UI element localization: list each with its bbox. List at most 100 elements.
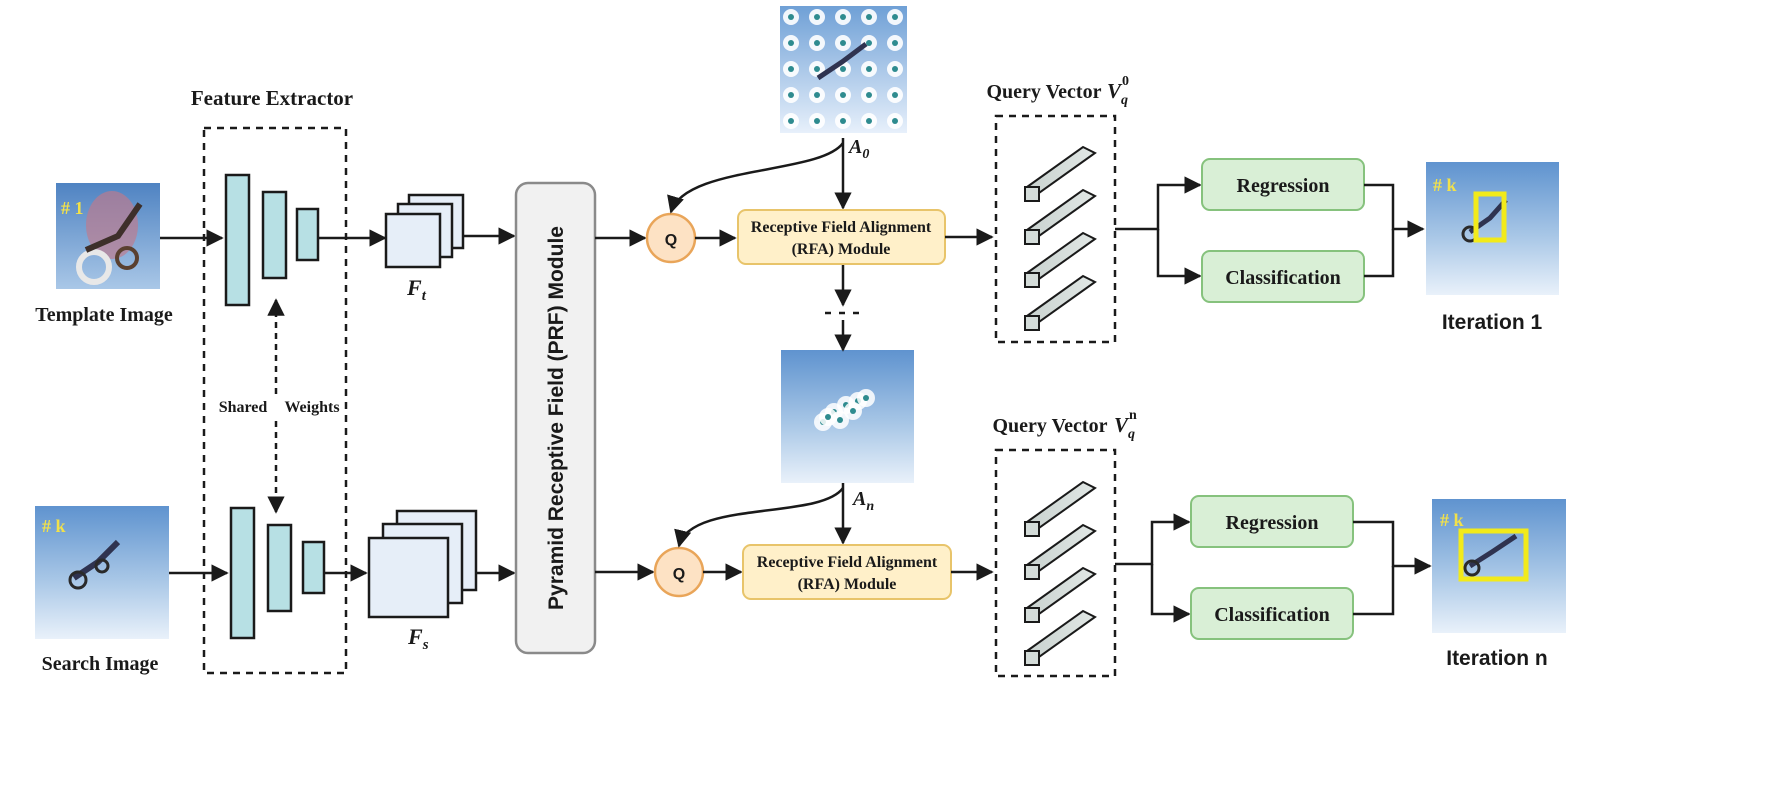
classification-head-bottom-label: Classification bbox=[1214, 604, 1330, 626]
arrow-qv-to-regression-bottom bbox=[1115, 513, 1191, 566]
anchor-point bbox=[866, 14, 872, 20]
rfa-module-bottom-line1: Receptive Field Alignment bbox=[757, 554, 938, 571]
anchor-point bbox=[866, 118, 872, 124]
feature-extractor-box bbox=[202, 126, 348, 675]
query-bar-end bbox=[1024, 521, 1040, 537]
fs-label: Fs bbox=[407, 624, 429, 653]
anchor-point bbox=[840, 118, 846, 124]
search-image-tag: # k bbox=[42, 516, 66, 536]
encoder-bottom bbox=[229, 506, 326, 640]
query-bar-end bbox=[1024, 564, 1040, 580]
encoder-bottom-layer-2 bbox=[266, 523, 293, 613]
anchor-point bbox=[892, 40, 898, 46]
aligned-anchor-point bbox=[825, 414, 831, 420]
query-bar-end bbox=[1024, 650, 1040, 666]
query-vector-top-box bbox=[994, 114, 1117, 344]
arrow-a0-to-q-top bbox=[667, 142, 845, 214]
query-vector-top-bars bbox=[1024, 145, 1097, 331]
anchor-point bbox=[892, 14, 898, 20]
shared-weights-label-left: Shared bbox=[219, 399, 268, 416]
feature-map-fs bbox=[367, 509, 478, 619]
anchor-point bbox=[840, 66, 846, 72]
encoder-top-layer-1 bbox=[224, 173, 251, 307]
query-vector-bottom-bars bbox=[1024, 480, 1097, 666]
anchor-point bbox=[840, 92, 846, 98]
anchor-point bbox=[788, 14, 794, 20]
output-image-iteration-n-tag: # k bbox=[1440, 510, 1464, 530]
anchor-point bbox=[788, 40, 794, 46]
aligned-anchor-point bbox=[837, 417, 843, 423]
iteration-1-label: Iteration 1 bbox=[1442, 311, 1543, 334]
anchor-point bbox=[814, 40, 820, 46]
arrow-an-to-q-bottom bbox=[674, 487, 845, 548]
query-bar-end bbox=[1024, 186, 1040, 202]
anchor-point bbox=[840, 40, 846, 46]
anchor-point bbox=[892, 92, 898, 98]
anchor-point bbox=[788, 118, 794, 124]
encoder-bottom-layer-3 bbox=[301, 540, 326, 595]
anchor-point bbox=[814, 14, 820, 20]
arrow-qv-to-classification-bottom bbox=[1150, 564, 1191, 623]
query-vector-bottom-box bbox=[994, 448, 1117, 678]
anchor-label-a0: A0 bbox=[847, 136, 869, 162]
arrow-qv-to-regression-top bbox=[1115, 176, 1202, 231]
query-node-top-label: Q bbox=[665, 232, 677, 249]
anchor-point bbox=[788, 92, 794, 98]
template-image-tag: # 1 bbox=[61, 198, 84, 218]
search-image: # k bbox=[35, 506, 169, 639]
anchor-aligned-image-an bbox=[781, 350, 914, 483]
query-bar-end bbox=[1024, 272, 1040, 288]
encoder-top-layer-2 bbox=[261, 190, 288, 280]
anchor-point bbox=[788, 66, 794, 72]
encoder-top bbox=[224, 173, 320, 307]
output-bbox-iteration-n bbox=[1458, 528, 1529, 582]
prf-module-label: Pyramid Receptive Field (PRF) Module bbox=[545, 226, 568, 610]
arrow-regression-to-output-bottom bbox=[1353, 520, 1432, 575]
anchor-point bbox=[814, 118, 820, 124]
rfa-module-top-line2: (RFA) Module bbox=[792, 241, 891, 258]
arrow-regression-to-output-top bbox=[1364, 183, 1425, 238]
encoder-top-layer-3 bbox=[295, 207, 320, 262]
query-bar-end bbox=[1024, 315, 1040, 331]
query-bar-end bbox=[1024, 229, 1040, 245]
template-image: # 1 bbox=[56, 183, 160, 289]
anchor-point bbox=[866, 92, 872, 98]
query-node-bottom-label: Q bbox=[673, 566, 685, 583]
arrow-classification-to-output-bottom bbox=[1353, 566, 1395, 616]
anchor-point bbox=[814, 66, 820, 72]
anchor-point bbox=[892, 118, 898, 124]
anchor-label-an: An bbox=[851, 488, 874, 514]
anchor-point bbox=[814, 92, 820, 98]
output-image-iteration-1-tag: # k bbox=[1433, 175, 1457, 195]
rfa-module-bottom-line2: (RFA) Module bbox=[798, 576, 897, 593]
shared-weights-label-right: Weights bbox=[284, 399, 339, 416]
iteration-n-label: Iteration n bbox=[1446, 647, 1548, 670]
regression-head-bottom-label: Regression bbox=[1226, 512, 1319, 534]
rfa-module-top-line1: Receptive Field Alignment bbox=[751, 219, 932, 236]
query-vector-bottom-label: Query Vector bbox=[993, 415, 1108, 437]
anchor-point bbox=[840, 14, 846, 20]
regression-head-top-label: Regression bbox=[1237, 175, 1330, 197]
ft-label: Ft bbox=[406, 275, 427, 304]
anchor-point bbox=[866, 40, 872, 46]
anchor-point bbox=[866, 66, 872, 72]
output-image-iteration-1: # k bbox=[1426, 162, 1559, 295]
search-image-label: Search Image bbox=[42, 653, 159, 675]
feature-extractor-title: Feature Extractor bbox=[191, 86, 353, 110]
prf-module-box bbox=[514, 181, 597, 655]
anchor-point bbox=[892, 66, 898, 72]
output-bbox-iteration-1 bbox=[1473, 191, 1507, 243]
query-vector-top-symbol: Vq0 bbox=[1107, 74, 1129, 108]
arrow-qv-to-classification-top bbox=[1156, 229, 1202, 285]
classification-head-top-label: Classification bbox=[1225, 267, 1341, 289]
feature-map-ft bbox=[384, 193, 465, 269]
query-vector-bottom-symbol: Vqn bbox=[1114, 408, 1137, 442]
template-image-label: Template Image bbox=[35, 304, 173, 326]
shared-weights-label-bg bbox=[213, 394, 339, 418]
anchor-grid-image-a0 bbox=[780, 6, 907, 133]
query-vector-top-label: Query Vector bbox=[987, 81, 1102, 103]
aligned-anchor-point bbox=[850, 408, 856, 414]
arrow-classification-to-output-top bbox=[1364, 229, 1395, 278]
aligned-anchor-point bbox=[863, 395, 869, 401]
